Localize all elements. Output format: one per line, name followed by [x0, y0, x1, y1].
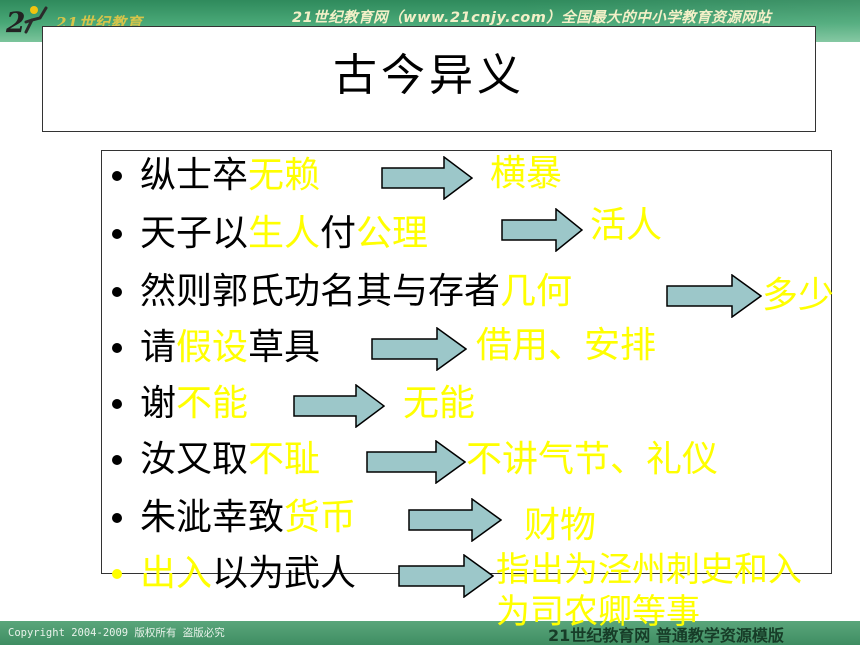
- term-plain: 以为武人: [212, 553, 357, 594]
- term-plain: 谢: [140, 383, 177, 424]
- content-box: [101, 150, 832, 574]
- term-highlight: 不能: [176, 383, 249, 424]
- term-plain: 请: [140, 327, 177, 368]
- svg-text:2: 2: [5, 6, 25, 38]
- list-item: 请假设草具 借用、安排: [0, 325, 860, 371]
- term-plain: 草具: [248, 327, 321, 368]
- term-plain: 汝又取: [140, 439, 249, 480]
- bullet-icon: [112, 569, 122, 579]
- runner-logo-icon: 2: [5, 6, 48, 39]
- term-highlight: 不耻: [248, 439, 321, 480]
- right-arrow-icon: [666, 274, 762, 318]
- bullet-icon: [112, 229, 122, 239]
- bottom-brand: 21世纪教育网 普通教学资源模版: [548, 626, 784, 645]
- title-box: 古今异义: [42, 26, 816, 132]
- term-highlight: 出入: [140, 553, 213, 594]
- bullet-icon: [112, 343, 122, 353]
- slide-title: 古今异义: [333, 50, 525, 101]
- meaning: 借用、安排: [476, 325, 657, 366]
- term-plain: 朱泚幸致: [140, 497, 285, 538]
- list-item: 朱泚幸致货币 财物: [0, 498, 860, 546]
- meaning: 活人: [590, 205, 663, 246]
- term: 请假设草具: [140, 328, 320, 368]
- list-item: 纵士卒无赖 横暴: [0, 153, 860, 200]
- term-highlight: 生人: [248, 213, 321, 254]
- right-arrow-icon: [408, 498, 502, 542]
- term: 纵士卒无赖: [140, 156, 320, 196]
- meaning: 多少: [762, 275, 835, 316]
- term-plain: 天子以: [140, 213, 249, 254]
- term-highlight: 几何: [500, 271, 573, 312]
- bullet-icon: [112, 513, 122, 523]
- bullet-icon: [112, 171, 122, 181]
- term-plain: 然则郭氏功名其与存者: [140, 271, 501, 312]
- right-arrow-icon: [381, 156, 473, 200]
- list-item: 汝又取不耻 不讲气节、礼仪: [0, 439, 860, 484]
- meaning: 财物: [524, 505, 597, 546]
- meaning: 无能: [403, 383, 476, 424]
- right-arrow-icon: [293, 384, 385, 428]
- term: 然则郭氏功名其与存者几何: [140, 272, 572, 312]
- list-item: 天子以生人付公理 活人: [0, 206, 860, 254]
- term: 谢不能: [140, 384, 248, 424]
- list-item: 出入以为武人 指出为泾州刺史和入: [0, 550, 860, 598]
- meaning: 不讲气节、礼仪: [466, 439, 719, 480]
- bullet-icon: [112, 287, 122, 297]
- right-arrow-icon: [501, 208, 583, 252]
- meaning: 横暴: [490, 153, 563, 194]
- bottom-bar: Copyright 2004-2009 版权所有 盗版必究 21世纪教育网 普通…: [0, 621, 860, 645]
- term: 天子以生人付公理: [140, 214, 428, 254]
- term: 朱泚幸致货币: [140, 498, 356, 538]
- term-highlight: 公理: [356, 213, 429, 254]
- term-highlight: 货币: [284, 497, 357, 538]
- list-item: 然则郭氏功名其与存者几何 多少: [0, 272, 860, 318]
- term-plain: 付: [320, 213, 357, 254]
- term-highlight: 无赖: [248, 155, 321, 196]
- bullet-icon: [112, 455, 122, 465]
- term: 出入以为武人: [140, 554, 356, 594]
- right-arrow-icon: [398, 554, 494, 598]
- right-arrow-icon: [371, 327, 467, 371]
- meaning-continued: 为司农卿等事: [496, 592, 700, 632]
- term: 汝又取不耻: [140, 440, 320, 480]
- meaning: 指出为泾州刺史和入: [496, 550, 802, 590]
- bullet-icon: [112, 399, 122, 409]
- copyright-text: Copyright 2004-2009 版权所有 盗版必究: [8, 627, 225, 639]
- term-plain: 纵士卒: [140, 155, 249, 196]
- banner-tagline: 21世纪教育网（www.21cnjy.com）全国最大的中小学教育资源网站: [292, 10, 772, 26]
- list-item: 谢不能 无能: [0, 383, 860, 428]
- right-arrow-icon: [366, 440, 466, 484]
- term-highlight: 假设: [176, 327, 249, 368]
